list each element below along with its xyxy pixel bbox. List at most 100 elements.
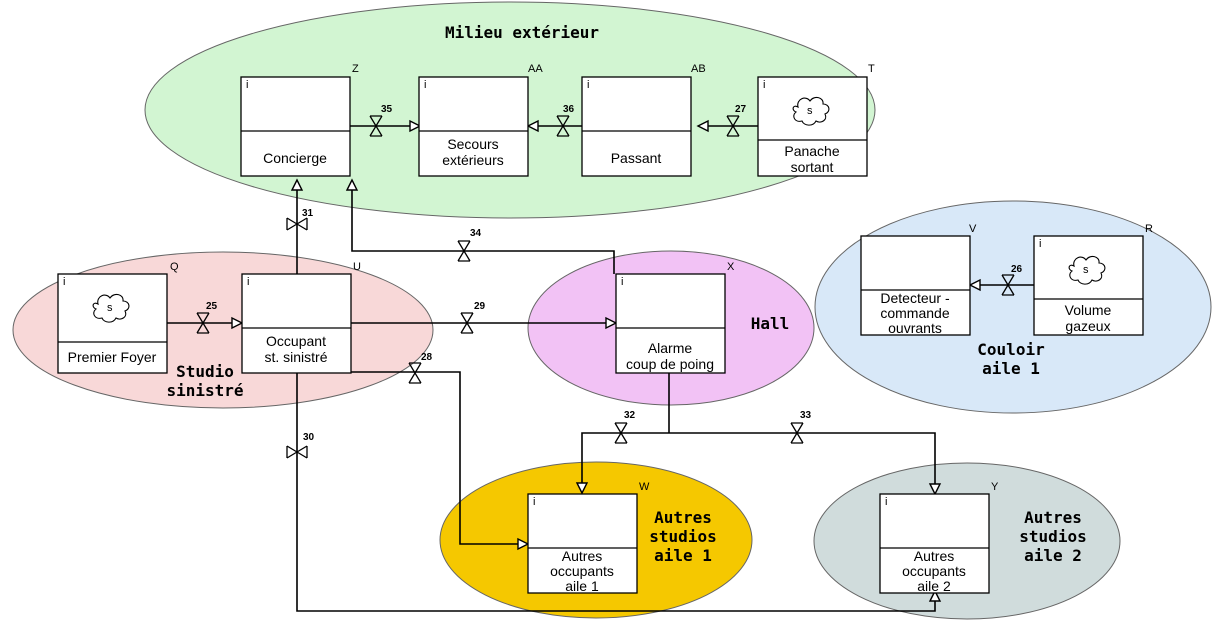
svg-text:36: 36 (563, 104, 575, 115)
valve-25[interactable]: 25 (196, 301, 218, 334)
svg-text:i: i (621, 276, 623, 288)
svg-text:30: 30 (303, 432, 315, 443)
zone-label-aile1-3: aile 1 (654, 546, 712, 565)
svg-text:T: T (868, 63, 875, 75)
connectors (167, 125, 1034, 612)
svg-text:commande: commande (880, 305, 949, 321)
svg-text:Q: Q (170, 261, 179, 273)
zone-label-aile2-2: studios (1019, 527, 1086, 546)
svg-text:34: 34 (470, 228, 482, 239)
svg-text:extérieurs: extérieurs (442, 152, 503, 168)
svg-text:i: i (63, 276, 65, 288)
svg-text:29: 29 (474, 301, 486, 312)
svg-text:28: 28 (421, 352, 433, 363)
valve-32[interactable]: 32 (614, 410, 636, 444)
valve-28[interactable]: 28 (408, 352, 433, 384)
svg-text:Concierge: Concierge (263, 150, 327, 166)
zone-label-studio-1: Studio (176, 362, 234, 381)
svg-text:U: U (353, 261, 361, 273)
valves: 35 36 27 26 25 29 34 28 (196, 104, 1023, 459)
svg-text:s: s (807, 105, 813, 117)
zone-label-couloir-2: aile 1 (982, 359, 1040, 378)
svg-text:Premier Foyer: Premier Foyer (68, 349, 157, 365)
svg-text:26: 26 (1011, 264, 1023, 275)
svg-text:Y: Y (991, 481, 999, 493)
box-passant[interactable]: i AB Passant (581, 63, 706, 177)
svg-text:occupants: occupants (902, 563, 966, 579)
cloud-icon (1068, 255, 1106, 285)
box-occupant-st-sinistre[interactable]: i U Occupant st. sinistré (241, 261, 361, 374)
svg-text:Occupant: Occupant (266, 333, 326, 349)
svg-text:W: W (639, 481, 650, 493)
svg-text:Alarme: Alarme (648, 340, 693, 356)
svg-text:Z: Z (352, 63, 359, 75)
svg-text:gazeux: gazeux (1065, 318, 1110, 334)
svg-text:i: i (587, 79, 589, 91)
svg-text:31: 31 (302, 208, 314, 219)
svg-text:s: s (107, 302, 113, 314)
svg-text:i: i (1039, 238, 1041, 250)
valve-33[interactable]: 33 (790, 410, 812, 444)
svg-text:X: X (727, 261, 735, 273)
box-autres-occupants-aile-2[interactable]: i Y Autres occupants aile 2 (879, 481, 999, 594)
box-panache-sortant[interactable]: i T s Panache sortant (757, 63, 875, 177)
valve-27[interactable]: 27 (726, 104, 747, 137)
svg-text:i: i (533, 496, 535, 508)
arrowheads (231, 119, 981, 602)
svg-text:coup de poing: coup de poing (626, 356, 714, 372)
valve-30[interactable]: 30 (286, 432, 315, 459)
svg-text:i: i (246, 79, 248, 91)
zone-label-milieu: Milieu extérieur (445, 23, 599, 42)
svg-text:occupants: occupants (550, 563, 614, 579)
svg-text:35: 35 (381, 104, 393, 115)
box-secours-exterieurs[interactable]: i AA Secours extérieurs (418, 63, 543, 177)
svg-text:Detecteur -: Detecteur - (880, 290, 950, 306)
svg-text:Autres: Autres (914, 548, 954, 564)
svg-text:32: 32 (624, 410, 636, 421)
valve-29[interactable]: 29 (460, 301, 486, 334)
box-volume-gazeux[interactable]: i R s Volume gazeux (1033, 223, 1153, 336)
svg-text:V: V (969, 223, 977, 235)
valve-36[interactable]: 36 (556, 104, 575, 137)
svg-text:27: 27 (735, 104, 747, 115)
zone-label-aile2-3: aile 2 (1024, 546, 1082, 565)
svg-text:s: s (1083, 264, 1089, 276)
valve-31[interactable]: 31 (286, 208, 314, 231)
svg-text:aile 1: aile 1 (565, 578, 599, 594)
zone-label-aile2-1: Autres (1024, 508, 1082, 527)
svg-text:Passant: Passant (611, 150, 662, 166)
box-alarme-coup-de-poing[interactable]: i X Alarme coup de poing (615, 261, 735, 374)
cloud-icon (792, 96, 830, 126)
zone-label-studio-2: sinistré (166, 381, 243, 400)
svg-text:Secours: Secours (447, 136, 498, 152)
svg-text:Autres: Autres (562, 548, 602, 564)
svg-text:ouvrants: ouvrants (888, 320, 942, 336)
box-premier-foyer[interactable]: i Q s Premier Foyer (57, 261, 179, 374)
box-detecteur-commande-ouvrants[interactable]: V Detecteur - commande ouvrants (860, 223, 977, 336)
zone-label-hall: Hall (751, 314, 790, 333)
valve-35[interactable]: 35 (369, 104, 393, 137)
svg-text:R: R (1145, 223, 1153, 235)
svg-text:i: i (247, 276, 249, 288)
valve-26[interactable]: 26 (1001, 264, 1023, 296)
zone-label-couloir-1: Couloir (977, 340, 1044, 359)
svg-text:Volume: Volume (1065, 302, 1112, 318)
svg-text:aile 2: aile 2 (917, 578, 951, 594)
svg-text:25: 25 (206, 301, 218, 312)
svg-text:AA: AA (528, 63, 543, 75)
box-concierge[interactable]: i Z Concierge (240, 63, 359, 177)
box-autres-occupants-aile-1[interactable]: i W Autres occupants aile 1 (527, 481, 650, 594)
svg-text:i: i (885, 496, 887, 508)
zone-label-aile1-2: studios (649, 527, 716, 546)
svg-text:Panache: Panache (784, 143, 839, 159)
svg-text:AB: AB (691, 63, 706, 75)
svg-text:33: 33 (800, 410, 812, 421)
svg-text:i: i (763, 79, 765, 91)
svg-text:sortant: sortant (791, 159, 834, 175)
zone-label-aile1-1: Autres (654, 508, 712, 527)
valve-34[interactable]: 34 (457, 228, 482, 262)
svg-text:i: i (424, 79, 426, 91)
svg-text:st. sinistré: st. sinistré (264, 349, 327, 365)
cloud-icon (92, 293, 130, 323)
